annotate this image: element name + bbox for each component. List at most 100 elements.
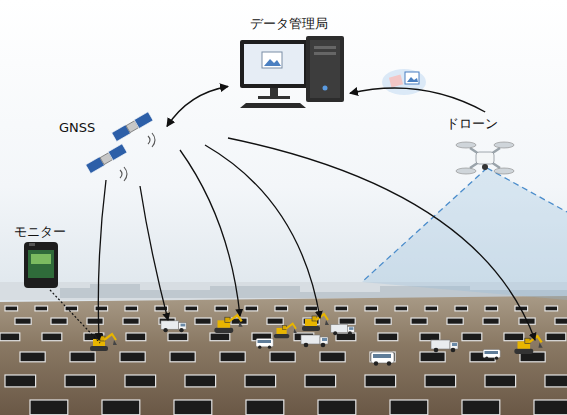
foundation-pit — [462, 333, 482, 341]
foundation-pit — [378, 333, 398, 341]
foundation-pit — [545, 375, 567, 387]
foundation-pit — [0, 333, 20, 341]
foundation-pit — [170, 352, 195, 362]
foundation-pit — [126, 333, 146, 341]
foundation-pit — [51, 318, 67, 324]
foundation-pit — [546, 333, 566, 341]
foundation-pit — [555, 318, 567, 324]
truck — [301, 335, 328, 347]
foundation-pit — [335, 306, 348, 311]
foundation-pit — [425, 306, 438, 311]
excavator — [514, 336, 542, 354]
foundation-pit — [267, 318, 283, 324]
foundation-pit — [185, 306, 198, 311]
foundation-pit — [125, 375, 156, 387]
machines — [90, 314, 543, 366]
foundation-pit — [123, 318, 139, 324]
foundation-pit — [305, 375, 336, 387]
foundation-pit — [534, 400, 567, 415]
labeled-icon: モニター — [12, 222, 74, 292]
monitor-leader — [50, 290, 100, 343]
excavator — [302, 314, 329, 331]
foundation-pit — [455, 306, 468, 311]
foundation-pit — [305, 306, 318, 311]
foundation-pit — [87, 318, 103, 324]
excavator — [274, 324, 297, 338]
node-label: モニター — [14, 224, 66, 240]
truck — [331, 325, 354, 336]
labeled-icon: データ管理局 — [228, 10, 350, 108]
signal-arrow — [140, 186, 168, 320]
data-link-arrow — [167, 86, 228, 126]
foundation-pit — [174, 400, 212, 415]
foundation-pit — [395, 306, 408, 311]
computer-icon — [240, 36, 344, 108]
foundation-pit — [5, 375, 36, 387]
foundation-pit — [195, 318, 211, 324]
foundation-pit — [270, 352, 295, 362]
foundation-pit — [420, 352, 445, 362]
signal-arrow — [205, 145, 320, 318]
foundation-pit — [42, 333, 62, 341]
foundation-pit — [447, 318, 463, 324]
labeled-icon: GNSS — [55, 112, 167, 184]
footprint-outline — [362, 168, 567, 282]
foundation-pit — [5, 306, 18, 311]
ground — [0, 296, 567, 415]
foundation-pit — [246, 400, 284, 415]
foundation-pit — [365, 375, 396, 387]
labeled-icon: ドローン — [442, 112, 538, 190]
positioning-arrows — [98, 138, 535, 340]
foundation-pit — [35, 306, 48, 311]
satellite — [112, 112, 153, 142]
foundation-pit — [365, 306, 378, 311]
truck — [161, 321, 186, 332]
drone-icon — [456, 142, 514, 174]
foundation-pit — [375, 318, 391, 324]
van — [371, 352, 394, 366]
ground-grid — [0, 306, 567, 415]
van — [483, 350, 500, 360]
signal-waves — [120, 133, 155, 181]
foundation-pit — [15, 318, 31, 324]
foundation-pit — [504, 333, 524, 341]
foundation-pit — [320, 352, 345, 362]
camera-footprint — [362, 168, 567, 300]
foundation-pit — [30, 400, 68, 415]
foundation-pit — [210, 333, 230, 341]
foundation-pit — [185, 375, 216, 387]
excavator — [214, 315, 242, 333]
foundation-pit — [275, 306, 288, 311]
node-label: ドローン — [446, 116, 498, 132]
foundation-pit — [120, 352, 145, 362]
image-data-icon — [382, 69, 426, 95]
foundation-pit — [485, 375, 516, 387]
node-label: GNSS — [59, 120, 95, 136]
foundation-pit — [102, 400, 140, 415]
foundation-pit — [70, 352, 95, 362]
truck — [431, 340, 458, 352]
signal-arrow — [180, 150, 240, 316]
foundation-pit — [95, 306, 108, 311]
foundation-pit — [462, 400, 500, 415]
signal-arrow — [98, 180, 106, 340]
node-label: データ管理局 — [228, 16, 350, 32]
foundation-pit — [215, 306, 228, 311]
foundation-pit — [245, 306, 258, 311]
foundation-pit — [318, 400, 356, 415]
foundation-pit — [336, 333, 356, 341]
data-link-arrow — [350, 88, 485, 112]
foundation-pit — [485, 306, 498, 311]
foundation-pit — [425, 375, 456, 387]
signal-arrow — [228, 138, 535, 340]
foundation-pit — [65, 375, 96, 387]
foundation-pit — [545, 306, 558, 311]
foundation-pit — [125, 306, 138, 311]
satellite — [86, 144, 127, 174]
foundation-pit — [411, 318, 427, 324]
foundation-pit — [168, 333, 188, 341]
